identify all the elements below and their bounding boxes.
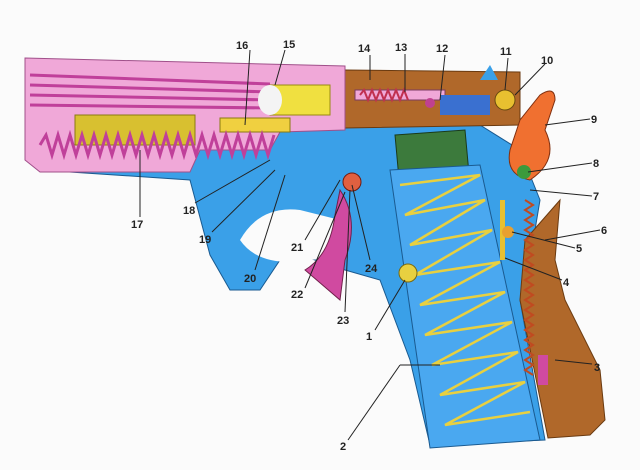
label-17: 17 xyxy=(131,219,143,231)
label-8: 8 xyxy=(593,158,599,170)
extractor xyxy=(494,89,516,111)
label-1: 1 xyxy=(366,331,372,343)
magazine-spring xyxy=(399,173,531,427)
label-13: 13 xyxy=(395,42,407,54)
label-23: 23 xyxy=(337,315,349,327)
label-12: 12 xyxy=(436,43,448,55)
label-3: 3 xyxy=(594,362,600,374)
label-4: 4 xyxy=(563,277,570,289)
slide-stop xyxy=(398,263,418,283)
label-5: 5 xyxy=(576,243,582,255)
label-21: 21 xyxy=(291,242,303,254)
hammer xyxy=(508,90,556,181)
label-6: 6 xyxy=(601,225,607,237)
trigger xyxy=(304,188,352,301)
label-9: 9 xyxy=(591,114,597,126)
leader-lines xyxy=(139,49,601,441)
label-2: 2 xyxy=(340,441,346,453)
barrel xyxy=(29,73,271,110)
label-11: 11 xyxy=(500,46,512,58)
label-20: 20 xyxy=(244,273,256,285)
label-14: 14 xyxy=(358,43,371,55)
label-10: 10 xyxy=(541,55,553,67)
label-15: 15 xyxy=(283,39,295,51)
label-18: 18 xyxy=(183,205,195,217)
label-24: 24 xyxy=(365,263,378,275)
label-7: 7 xyxy=(593,191,599,203)
mainspring xyxy=(523,199,535,376)
recoil-spring xyxy=(38,129,276,161)
label-16: 16 xyxy=(236,40,248,52)
label-22: 22 xyxy=(291,289,303,301)
label-19: 19 xyxy=(199,234,211,246)
